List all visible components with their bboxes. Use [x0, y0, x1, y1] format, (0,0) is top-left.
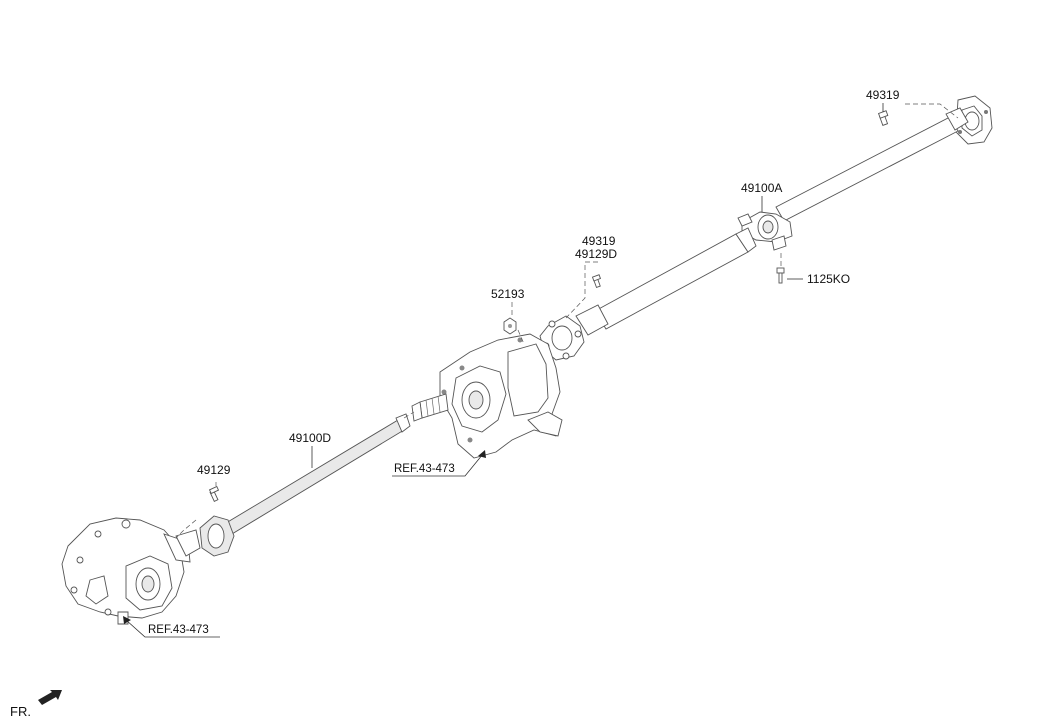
ref-center-arrow [478, 450, 486, 458]
label-ref-center: REF.43-473 [394, 463, 455, 475]
bolt-49319-mid [591, 274, 602, 289]
nut-52193 [503, 317, 517, 335]
rear-propeller-shaft-49100A [539, 107, 969, 361]
label-49319-top: 49319 [866, 88, 900, 102]
front-direction-label: FR. [10, 704, 31, 719]
bolt-49129 [208, 485, 220, 502]
label-49100A: 49100A [741, 181, 782, 195]
leader-ref-center [392, 453, 484, 477]
front-propeller-shaft-49100D [199, 413, 411, 557]
label-49319-mid: 49319 [582, 234, 616, 248]
dash-52193-b [517, 329, 525, 345]
label-52193: 52193 [491, 287, 525, 301]
label-49129: 49129 [197, 463, 231, 477]
dash-shaft-to-tc [403, 411, 415, 419]
dash-49319-top [905, 103, 959, 119]
label-1125KO: 1125KO [807, 272, 850, 286]
label-49129D: 49129D [575, 247, 617, 261]
ref-left-arrow [123, 616, 131, 624]
transfer-case [411, 333, 563, 459]
label-49100D: 49100D [289, 431, 331, 445]
rear-flange-yoke [955, 95, 993, 145]
label-ref-left: REF.43-473 [148, 624, 209, 636]
leader-ref-left [125, 619, 220, 638]
front-differential [61, 517, 201, 625]
bolt-1125KO [776, 267, 785, 284]
bolt-49319-top [877, 110, 889, 126]
front-direction-arrow-icon [38, 690, 62, 705]
